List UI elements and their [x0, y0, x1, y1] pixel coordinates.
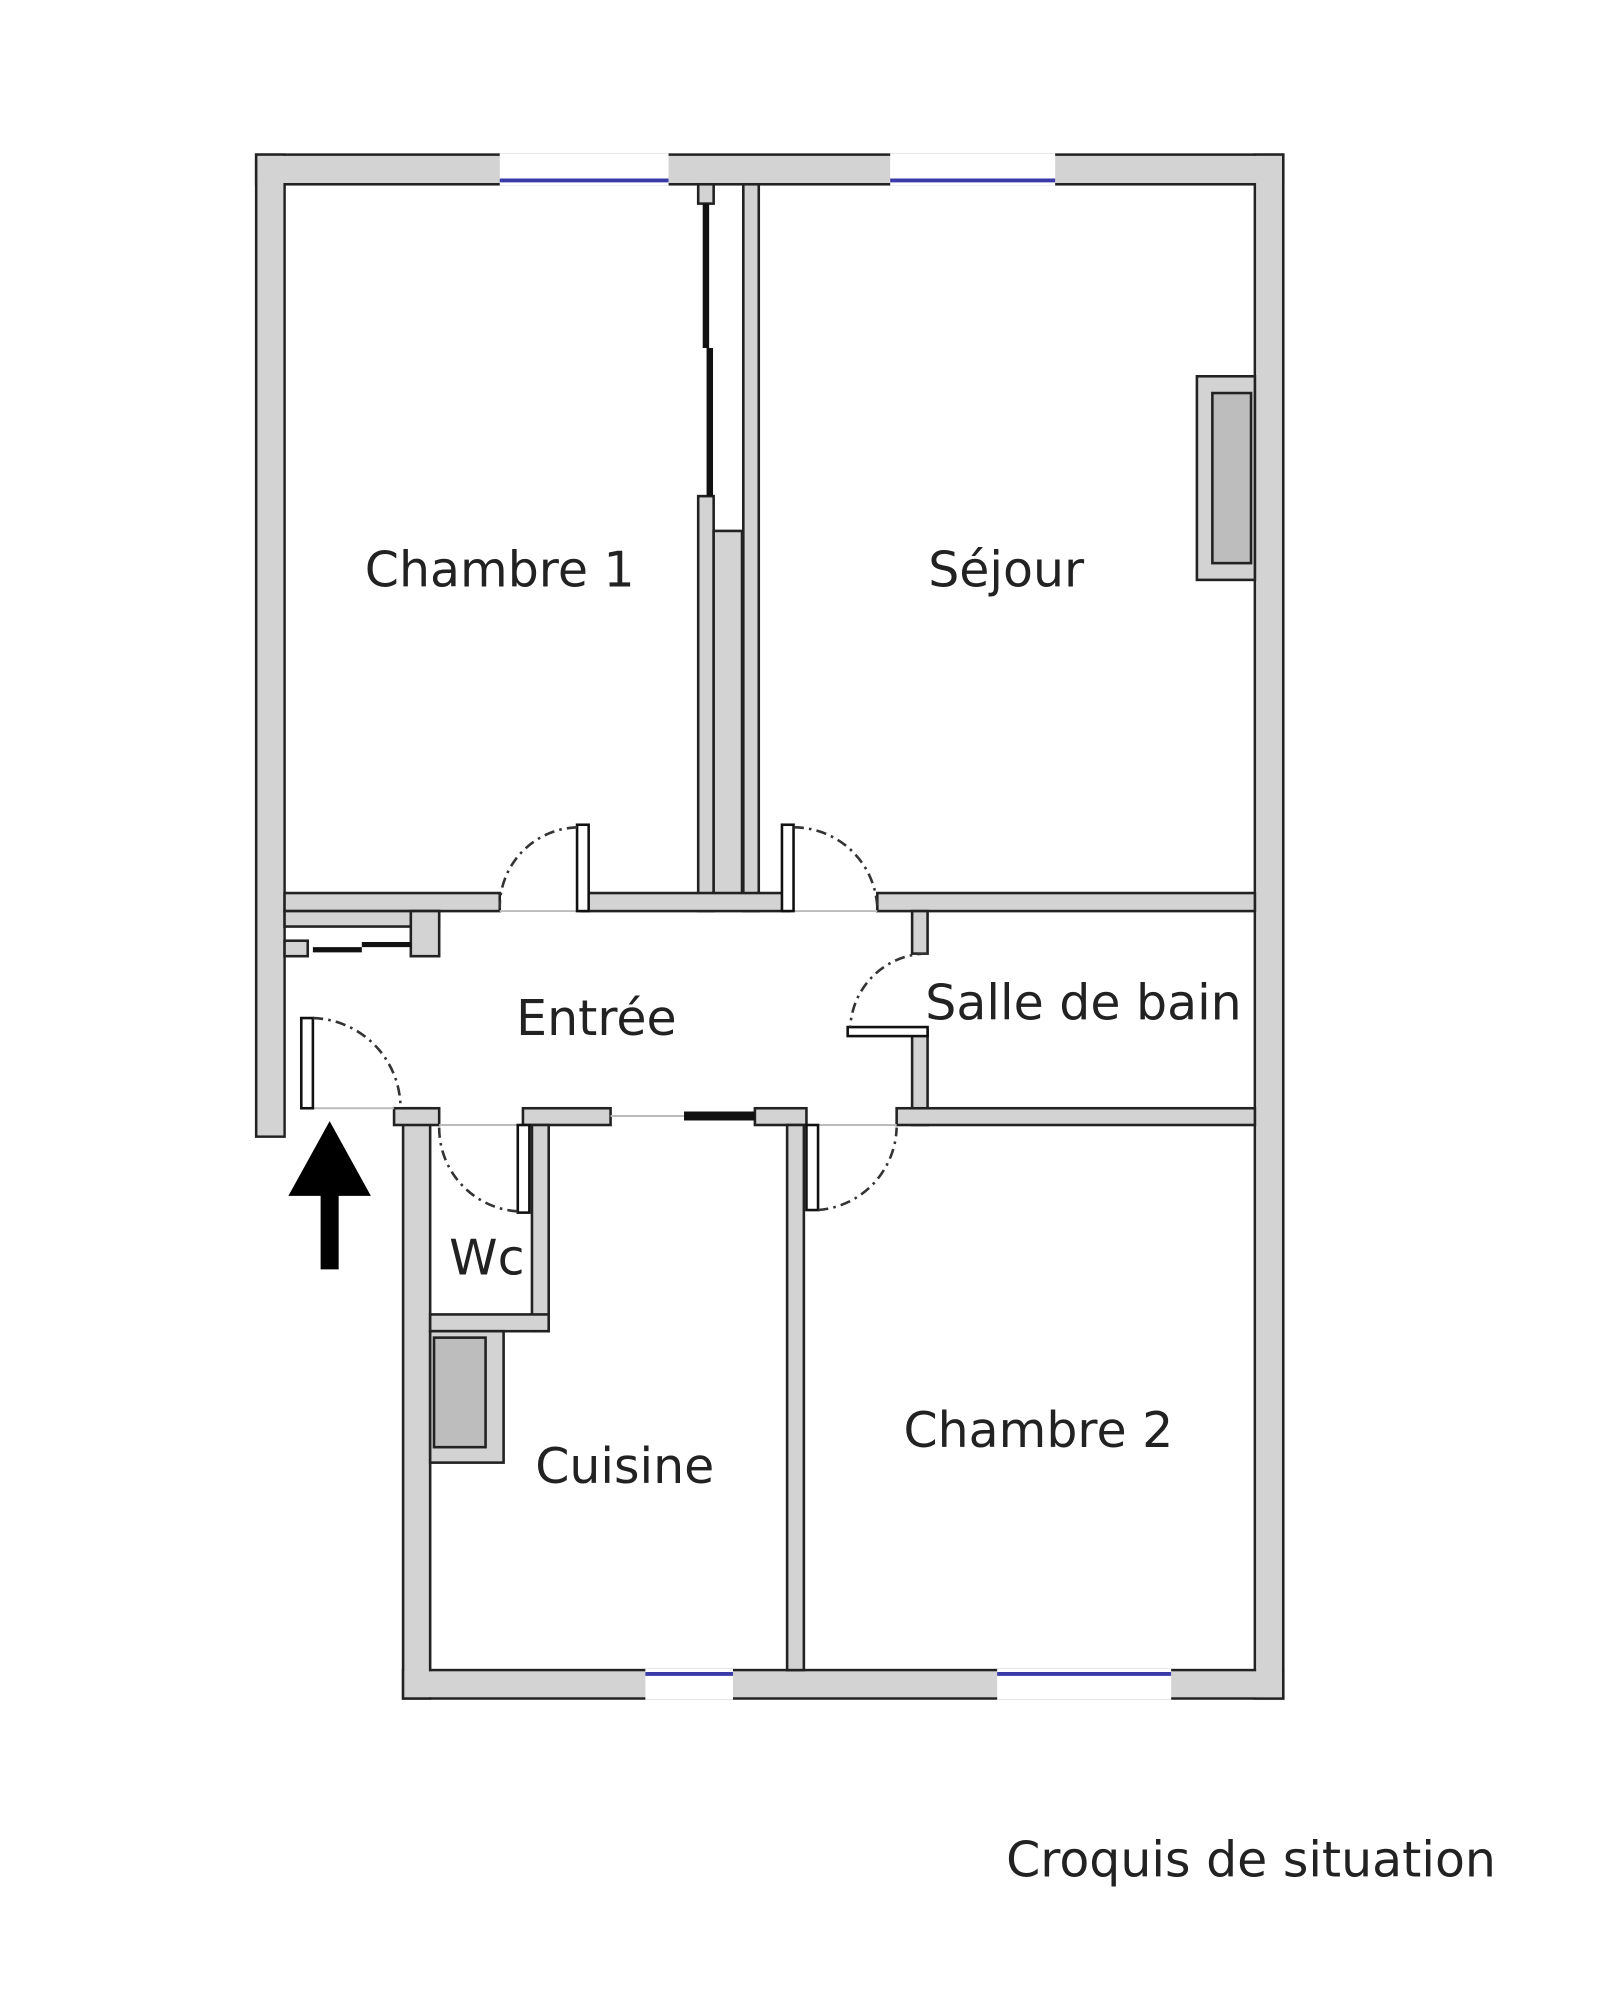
room-label-sejour: Séjour: [928, 541, 1085, 598]
windows: [499, 153, 1172, 1700]
sliding-doors: [312, 203, 755, 1121]
room-label-salle-de-bain: Salle de bain: [925, 974, 1241, 1031]
doors: [300, 823, 929, 1214]
room-label-chambre-1: Chambre 1: [365, 541, 635, 598]
caption: Croquis de situation: [1006, 1831, 1496, 1888]
room-label-wc: Wc: [449, 1229, 524, 1286]
room-label-chambre-2: Chambre 2: [903, 1402, 1173, 1459]
room-label-entree: Entrée: [516, 990, 676, 1047]
room-label-cuisine: Cuisine: [535, 1438, 714, 1495]
interior-walls: [283, 182, 1257, 1672]
entrance-arrow-icon: [288, 1121, 371, 1270]
